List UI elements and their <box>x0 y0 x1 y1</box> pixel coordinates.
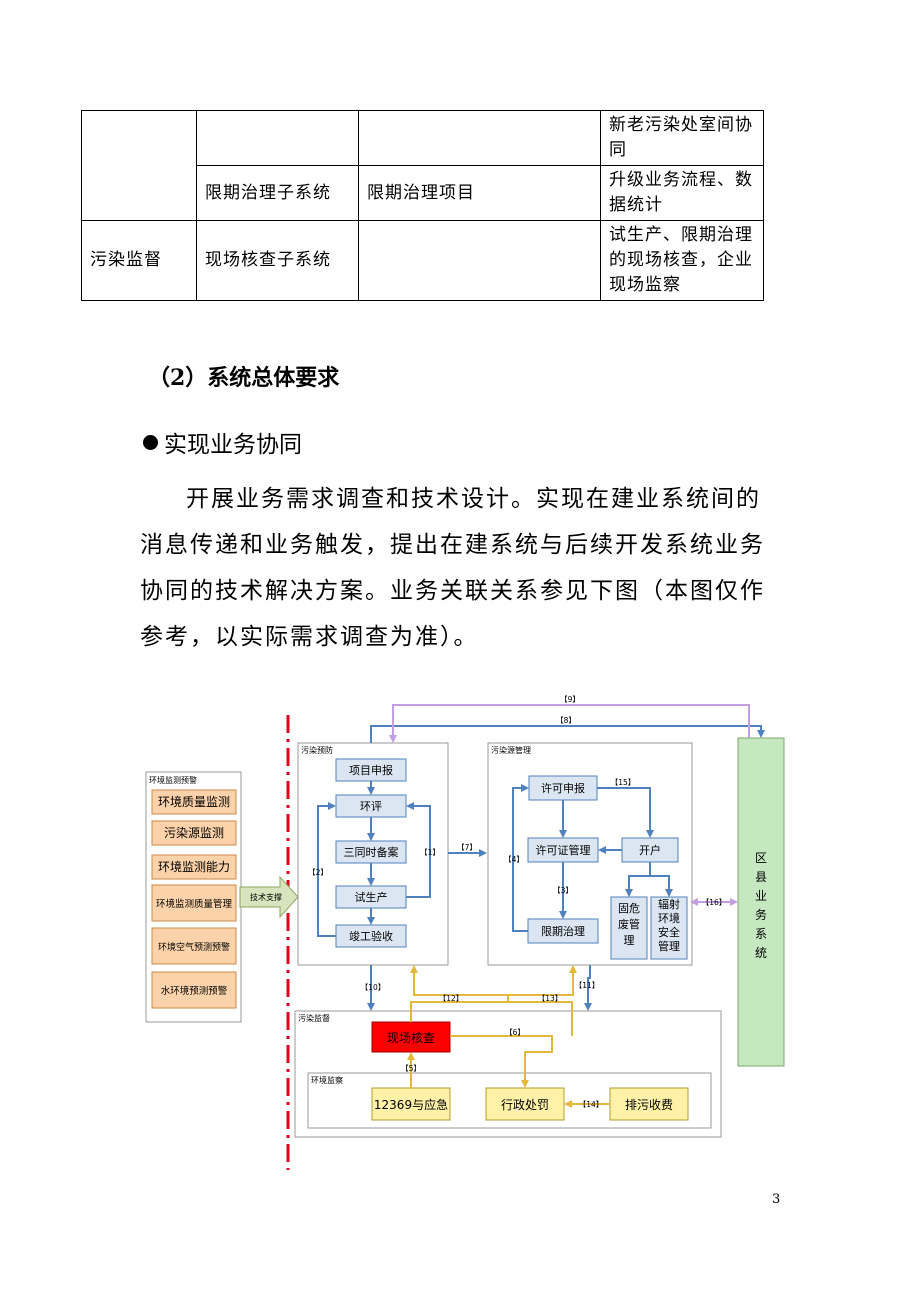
link-label-9: 【9】 <box>560 695 580 704</box>
table-row: 限期治理子系统 限期治理项目 升级业务流程、数据统计 <box>82 165 764 221</box>
county-system-label: 区县业务系统 <box>755 851 767 960</box>
business-relation-diagram: 环境监测预警 环境质量监测 污染源监测 环境监测能力 环境监测质量管理 环境空气… <box>145 695 785 1170</box>
source-solid-waste-label: 固危废管理 <box>618 902 640 947</box>
county-system-box <box>737 737 785 1067</box>
link-label-12: 【12】 <box>439 994 464 1003</box>
link-label-15: 【15】 <box>611 778 636 787</box>
table-row: 新老污染处室间协同 <box>81 110 764 221</box>
link-label-8: 【8】 <box>556 716 576 725</box>
table-cell: 限期治理子系统 <box>196 165 359 221</box>
site-check-box <box>371 1021 451 1053</box>
link-arrow-9 <box>389 704 750 743</box>
source-solid-waste-box <box>610 896 648 960</box>
prevention-item-label: 三同时备案 <box>344 845 399 859</box>
group-inspection-title: 环境监察 <box>311 1075 343 1085</box>
source-deadline-label: 限期治理 <box>541 924 585 938</box>
table-cell <box>196 110 359 166</box>
table-cell: 试生产、限期治理的现场核查，企业现场监察 <box>600 220 764 301</box>
source-permit-apply-label: 许可申报 <box>541 781 585 795</box>
monitor-item-label: 环境质量监测 <box>158 794 230 809</box>
monitor-item-label: 污染源监测 <box>164 825 224 840</box>
site-check-label: 现场核查 <box>387 1031 435 1045</box>
tech-support-label: 技术支撑 <box>250 892 282 902</box>
prevention-flow <box>317 781 431 937</box>
bullet-item: 实现业务协同 <box>143 425 302 459</box>
source-open-account-label: 开户 <box>639 843 661 857</box>
table-cell: 限期治理项目 <box>358 165 601 221</box>
link-arrow-11 <box>584 965 592 1011</box>
penalty-label: 行政处罚 <box>501 1098 549 1112</box>
bullet-dot-icon <box>143 435 158 450</box>
prevention-item-label: 竣工验收 <box>349 929 393 943</box>
source-radiation-box <box>650 896 688 960</box>
link-label-11: 【11】 <box>575 981 600 990</box>
link-label-3: 【3】 <box>553 886 573 895</box>
hotline-label: 12369与应急 <box>374 1097 448 1112</box>
table-cell: 新老污染处室间协同 <box>600 110 764 166</box>
source-radiation-label: 辐射环境安全管理 <box>658 897 680 953</box>
table-cell <box>358 110 601 166</box>
source-permit-manage-label: 许可证管理 <box>536 843 591 857</box>
monitor-item-label: 环境监测能力 <box>158 859 230 874</box>
prevention-item-label: 环评 <box>360 800 382 813</box>
body-paragraph: 开展业务需求调查和技术设计。实现在建业系统间的消息传递和业务触发，提出在建系统与… <box>140 486 765 650</box>
link-label-10: 【10】 <box>361 983 386 992</box>
link-label-1: 【1】 <box>420 848 440 857</box>
group-source-title: 污染源管理 <box>491 745 531 755</box>
supervision-flow <box>407 965 610 1108</box>
monitor-items: 环境质量监测 污染源监测 环境监测能力 环境监测质量管理 环境空气预测预警 水环… <box>151 789 237 1009</box>
link-label-16: 【16】 <box>702 898 727 907</box>
hotline-box <box>371 1087 451 1121</box>
table-cell: 现场核查子系统 <box>196 220 359 301</box>
group-prevention-title: 污染预防 <box>301 745 333 755</box>
prevention-item-label: 试生产 <box>355 890 388 904</box>
link-label-7: 【7】 <box>457 843 477 852</box>
table-row: 污染监督 现场核查子系统 试生产、限期治理的现场核查，企业现场监察 <box>81 220 764 301</box>
monitor-item-box <box>151 820 237 846</box>
page-number: 3 <box>772 1192 781 1207</box>
link-label-2: 【2】 <box>308 868 328 877</box>
link-arrow-8 <box>370 725 765 743</box>
system-table: 新老污染处室间协同 限期治理子系统 限期治理项目 升级业务流程、数据统计 污染监… <box>81 110 764 301</box>
fee-box <box>609 1087 689 1121</box>
group-monitor-title: 环境监测预警 <box>149 775 197 785</box>
monitor-item-box <box>151 789 237 815</box>
tech-support-arrow <box>239 875 299 919</box>
section-heading: （2）系统总体要求 <box>148 365 340 391</box>
monitor-item-label: 环境空气预测预警 <box>158 941 230 953</box>
monitor-item-box <box>151 927 237 965</box>
table-cell: 升级业务流程、数据统计 <box>600 165 764 221</box>
monitor-item-box <box>151 971 237 1009</box>
monitor-item-box <box>151 854 237 880</box>
fee-label: 排污收费 <box>625 1098 673 1112</box>
link-label-14: 【14】 <box>579 1100 604 1109</box>
table-cell <box>358 220 601 301</box>
table-cell: 污染监督 <box>81 220 197 301</box>
table-cell <box>81 110 197 221</box>
monitor-item-label: 环境监测质量管理 <box>156 898 233 910</box>
link-label-5: 【5】 <box>401 1064 421 1073</box>
prevention-item-label: 项目申报 <box>349 763 393 777</box>
source-open-account-box <box>621 837 679 863</box>
group-supervision-title: 污染监督 <box>298 1013 330 1023</box>
source-flow <box>512 784 673 932</box>
link-label-13: 【13】 <box>538 994 563 1003</box>
monitor-item-box <box>151 884 237 922</box>
link-label-4: 【4】 <box>504 855 524 864</box>
monitor-item-label: 水环境预测预警 <box>161 985 228 997</box>
link-label-6: 【6】 <box>505 1028 525 1037</box>
bullet-text: 实现业务协同 <box>164 432 302 458</box>
